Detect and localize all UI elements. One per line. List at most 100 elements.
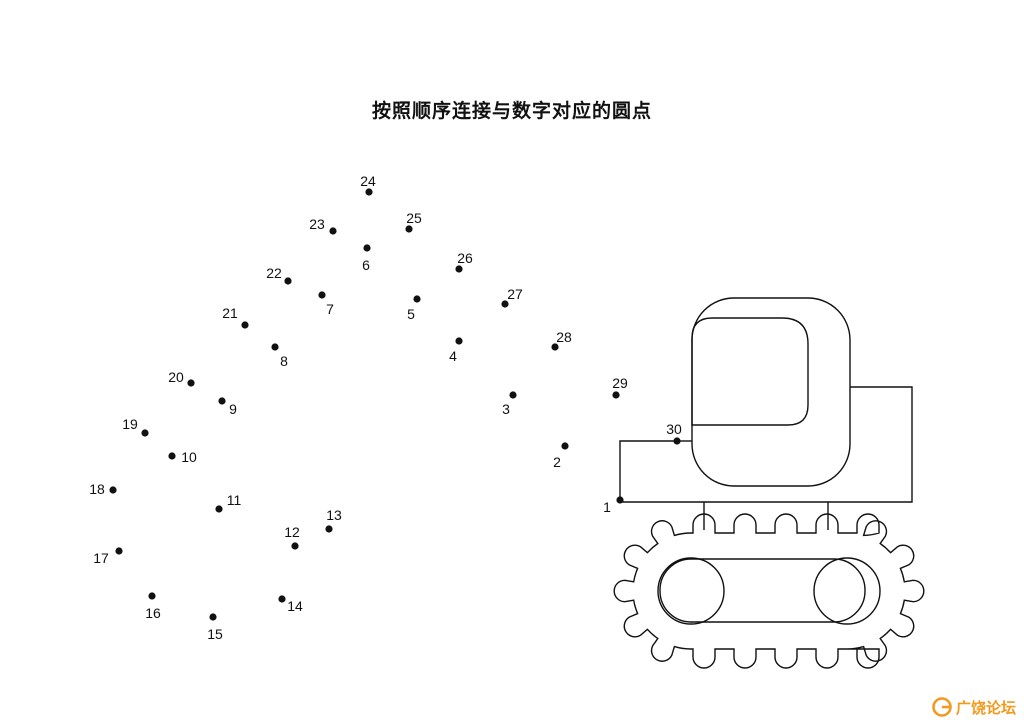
worksheet-title: 按照顺序连接与数字对应的圆点	[371, 100, 652, 122]
dot-14: 14	[278, 595, 303, 614]
dot-number-label: 18	[89, 481, 105, 497]
dot-26: 26	[455, 250, 473, 273]
watermark-logo: 广饶论坛	[931, 696, 1016, 718]
track-wheel-left	[657, 557, 725, 625]
dot-number-label: 26	[457, 250, 473, 266]
dot-6: 6	[362, 244, 371, 273]
dot-number-label: 25	[406, 210, 422, 226]
dot-marker	[318, 291, 326, 299]
dot-marker	[551, 343, 559, 351]
dot-marker	[329, 227, 337, 235]
dots-layer: 1234567891011121314151617181920212223242…	[89, 173, 682, 642]
dot-marker	[284, 277, 292, 285]
dot-10: 10	[168, 449, 197, 465]
dot-number-label: 14	[287, 598, 303, 614]
dot-marker	[673, 437, 681, 445]
dot-16: 16	[145, 592, 161, 621]
dot-number-label: 16	[145, 605, 161, 621]
dot-number-label: 6	[362, 257, 370, 273]
dot-marker	[278, 595, 286, 603]
dot-22: 22	[266, 265, 292, 285]
dot-12: 12	[284, 524, 300, 550]
excavator-body	[620, 386, 913, 503]
dot-marker	[241, 321, 249, 329]
dot-11: 11	[215, 492, 241, 513]
dot-29: 29	[612, 375, 628, 399]
arm-base-line	[619, 440, 676, 502]
dot-number-label: 9	[229, 401, 237, 417]
dot-number-label: 8	[280, 353, 288, 369]
dot-marker	[291, 542, 299, 550]
dot-number-label: 22	[266, 265, 282, 281]
dot-23: 23	[309, 216, 337, 235]
dot-marker	[218, 397, 226, 405]
dot-marker	[148, 592, 156, 600]
dot-number-label: 19	[122, 416, 138, 432]
dot-9: 9	[218, 397, 237, 417]
dot-number-label: 12	[284, 524, 300, 540]
dot-marker	[168, 452, 176, 460]
cab-window	[691, 317, 809, 426]
excavator-drawing	[613, 297, 925, 669]
dot-marker	[109, 486, 117, 494]
dot-5: 5	[407, 295, 421, 322]
dot-marker	[365, 188, 373, 196]
dot-30: 30	[666, 421, 682, 445]
dot-number-label: 29	[612, 375, 628, 391]
dot-marker	[501, 300, 509, 308]
watermark-icon	[932, 697, 952, 717]
dot-1: 1	[603, 496, 624, 515]
dot-8: 8	[271, 343, 288, 369]
dot-number-label: 21	[222, 305, 238, 321]
dot-19: 19	[122, 416, 149, 437]
dot-24: 24	[360, 173, 376, 196]
dot-28: 28	[551, 329, 572, 351]
dot-marker	[187, 379, 195, 387]
track-inner-belt	[659, 558, 866, 623]
track-wheel-right	[813, 557, 881, 625]
dot-marker	[616, 496, 624, 504]
dot-number-label: 15	[207, 626, 223, 642]
dot-number-label: 13	[326, 507, 342, 523]
dot-marker	[455, 265, 463, 273]
dot-marker	[325, 525, 333, 533]
dot-number-label: 7	[326, 301, 334, 317]
dot-marker	[455, 337, 463, 345]
watermark-text: 广饶论坛	[955, 698, 1016, 717]
dot-marker	[271, 343, 279, 351]
dot-number-label: 17	[93, 550, 109, 566]
dot-marker	[215, 505, 223, 513]
track-outline	[613, 513, 925, 669]
dot-number-label: 28	[556, 329, 572, 345]
dot-number-label: 30	[666, 421, 682, 437]
dot-4: 4	[449, 337, 463, 364]
dot-15: 15	[207, 613, 223, 642]
dot-13: 13	[325, 507, 342, 533]
dot-number-label: 11	[227, 492, 242, 508]
dot-21: 21	[222, 305, 249, 329]
dot-number-label: 24	[360, 173, 376, 189]
dot-marker	[141, 429, 149, 437]
dot-marker	[561, 442, 569, 450]
dot-marker	[363, 244, 371, 252]
dot-17: 17	[93, 547, 123, 566]
dot-number-label: 1	[603, 499, 611, 515]
dot-marker	[115, 547, 123, 555]
dot-number-label: 20	[168, 369, 184, 385]
dot-20: 20	[168, 369, 195, 387]
dot-number-label: 5	[407, 306, 415, 322]
dot-marker	[509, 391, 517, 399]
dot-3: 3	[502, 391, 517, 417]
dot-marker	[209, 613, 217, 621]
dot-2: 2	[553, 442, 569, 470]
dot-number-label: 27	[507, 286, 523, 302]
dot-number-label: 10	[181, 449, 197, 465]
dot-marker	[405, 225, 413, 233]
dot-number-label: 2	[553, 454, 561, 470]
dot-number-label: 23	[309, 216, 325, 232]
dot-25: 25	[405, 210, 422, 233]
dot-18: 18	[89, 481, 117, 497]
dot-27: 27	[501, 286, 523, 308]
dot-marker	[413, 295, 421, 303]
